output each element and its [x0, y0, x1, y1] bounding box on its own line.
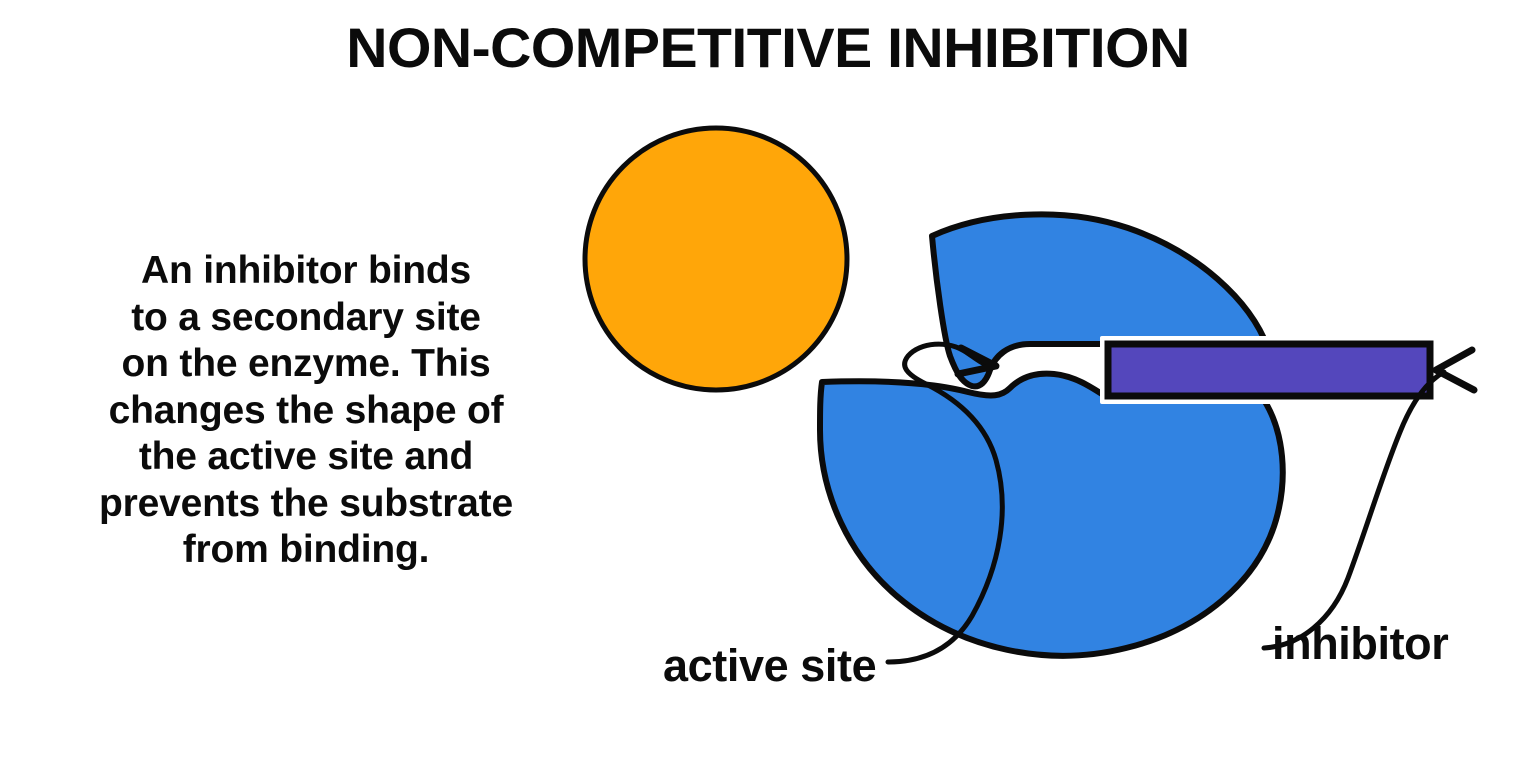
- inhibitor-label: inhibitor: [1272, 618, 1449, 669]
- page-title: NON-COMPETITIVE INHIBITION: [346, 16, 1190, 79]
- description-text: An inhibitor binds to a secondary site o…: [56, 248, 556, 574]
- description-line: to a secondary site: [131, 295, 481, 339]
- enzyme-lower-lobe: [817, 370, 1286, 659]
- description-line: prevents the substrate: [99, 481, 513, 525]
- substrate-circle: [582, 125, 850, 393]
- inhibitor-arrowhead: [1432, 346, 1478, 394]
- inhibitor-leader-line: [1261, 369, 1447, 651]
- description-line: changes the shape of: [108, 388, 504, 432]
- active-site-label: active site: [663, 640, 877, 691]
- description-line: from binding.: [182, 528, 430, 571]
- active-site-arrowhead: [954, 344, 1000, 378]
- inhibitor-bar: [1104, 340, 1434, 400]
- description-line: the active site and: [138, 435, 474, 478]
- description-line: An inhibitor binds: [140, 249, 471, 292]
- description-line: on the enzyme. This: [121, 342, 491, 385]
